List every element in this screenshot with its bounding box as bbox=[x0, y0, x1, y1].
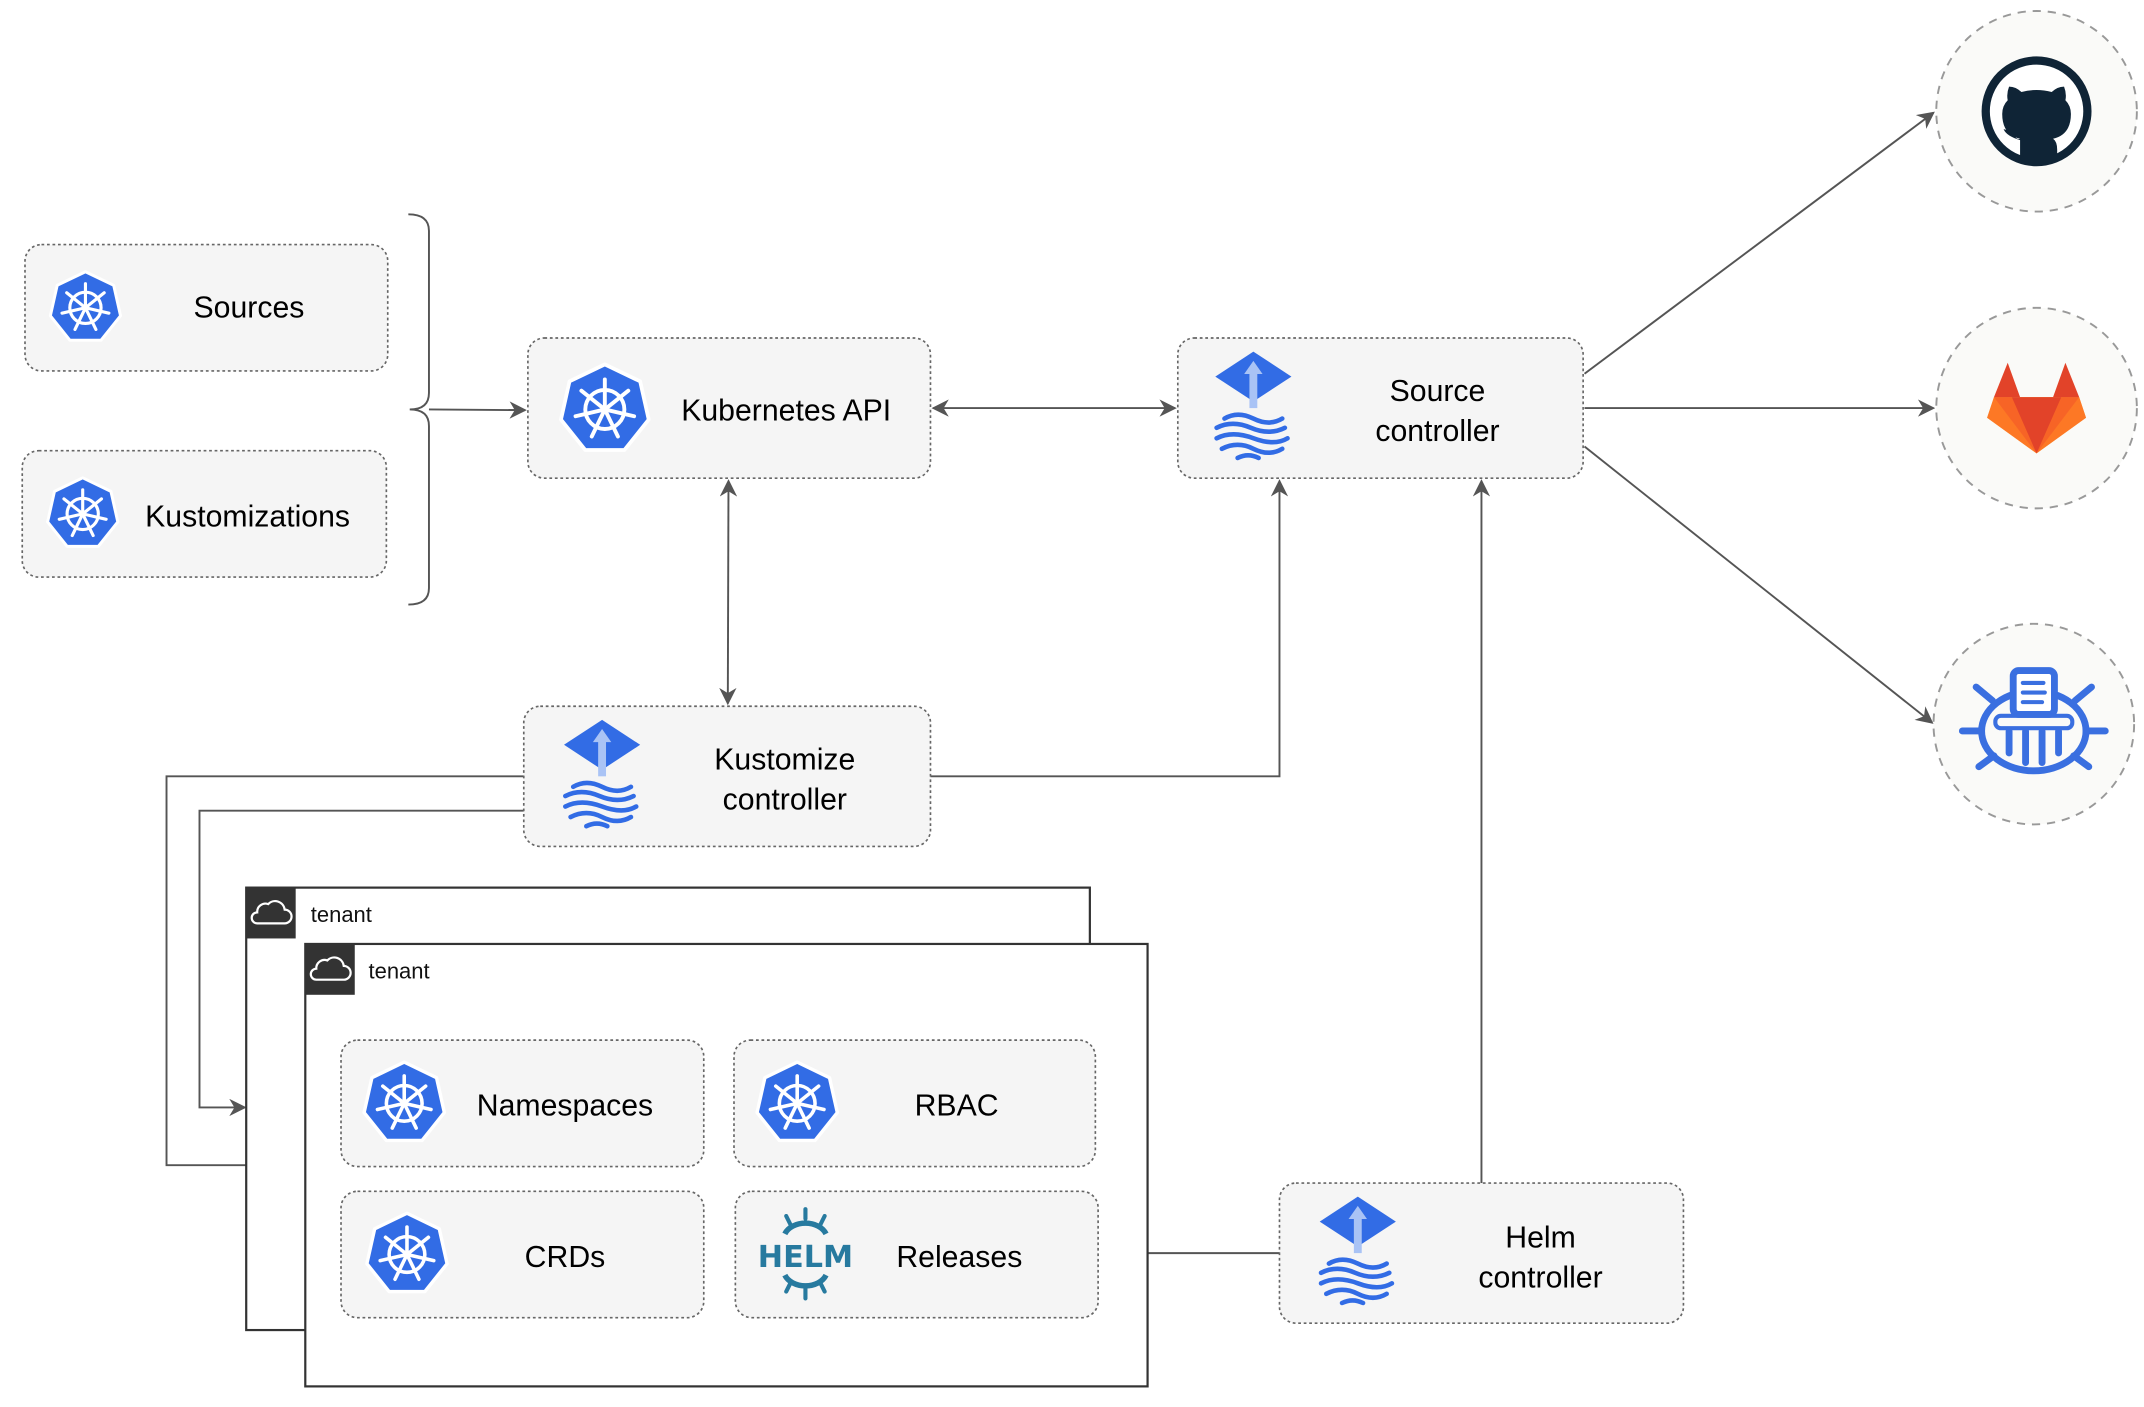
node-releases[interactable]: HELM Releases bbox=[734, 1190, 1099, 1319]
node-label: CRDs bbox=[525, 1241, 606, 1274]
edge-kustomize-to-tenant-back bbox=[198, 809, 524, 1117]
node-label-line1: Kustomize bbox=[714, 743, 855, 776]
kubernetes-icon bbox=[45, 476, 120, 549]
helm-repository-icon bbox=[1958, 667, 2109, 775]
tenant-label: tenant bbox=[311, 902, 372, 927]
tenant-label: tenant bbox=[369, 958, 430, 983]
node-helm-controller[interactable]: Helm controller bbox=[1278, 1182, 1685, 1325]
external-github[interactable] bbox=[1935, 10, 2138, 213]
node-label: Releases bbox=[896, 1241, 1022, 1274]
node-crds[interactable]: CRDs bbox=[340, 1190, 705, 1319]
external-gitlab[interactable] bbox=[1935, 306, 2138, 510]
helm-icon: HELM bbox=[758, 1207, 853, 1301]
node-label-line1: Source bbox=[1390, 375, 1486, 408]
node-label-line2: controller bbox=[723, 783, 847, 816]
node-kustomizations[interactable]: Kustomizations bbox=[21, 449, 388, 578]
edge-kustomize-to-tenant-front bbox=[165, 775, 524, 1174]
brace bbox=[408, 213, 430, 606]
node-label: Kubernetes API bbox=[681, 394, 891, 427]
external-helm-repository[interactable] bbox=[1932, 622, 2136, 826]
svg-text:HELM: HELM bbox=[758, 1240, 853, 1275]
node-namespaces[interactable]: Namespaces bbox=[340, 1039, 705, 1168]
kubernetes-icon bbox=[362, 1060, 447, 1143]
edges bbox=[165, 111, 1936, 1262]
node-label-line2: controller bbox=[1478, 1261, 1602, 1294]
kubernetes-icon bbox=[558, 362, 651, 452]
node-label-line2: controller bbox=[1375, 415, 1499, 448]
tenant-front[interactable]: tenant Namespaces RBAC CRDs bbox=[304, 942, 1149, 1388]
edge-source-to-github bbox=[1583, 111, 1935, 375]
edge-crds-to-kubernetes-api bbox=[428, 401, 527, 419]
edge-kubernetes-api-kustomize-controller bbox=[719, 479, 738, 706]
node-sources[interactable]: Sources bbox=[24, 243, 389, 372]
node-label: Sources bbox=[194, 291, 305, 324]
gitlab-icon bbox=[1987, 362, 2087, 454]
node-label-line1: Helm bbox=[1505, 1222, 1576, 1255]
node-source-controller[interactable]: Source controller bbox=[1176, 337, 1584, 479]
node-rbac[interactable]: RBAC bbox=[733, 1039, 1097, 1168]
github-icon bbox=[1981, 56, 2092, 167]
node-kubernetes-api[interactable]: Kubernetes API bbox=[527, 337, 932, 479]
edge-source-to-helm-repository bbox=[1583, 445, 1934, 724]
node-label: Kustomizations bbox=[145, 500, 350, 533]
kubernetes-icon bbox=[48, 270, 123, 342]
kubernetes-icon bbox=[755, 1060, 840, 1143]
edge-kustomize-to-source-controller bbox=[930, 479, 1289, 778]
node-label: RBAC bbox=[915, 1090, 999, 1123]
kubernetes-icon bbox=[365, 1211, 449, 1294]
node-label: Namespaces bbox=[477, 1090, 653, 1123]
node-kustomize-controller[interactable]: Kustomize controller bbox=[522, 705, 932, 848]
